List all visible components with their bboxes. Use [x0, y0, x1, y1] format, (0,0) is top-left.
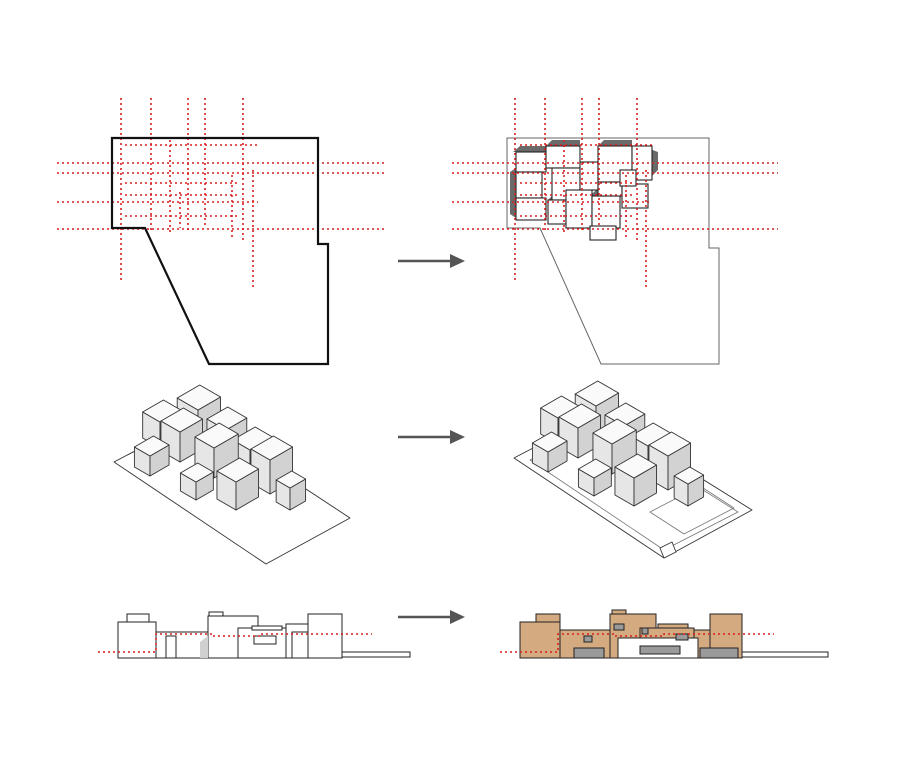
elevation-materialized-diagram — [500, 609, 829, 659]
glazing-strip — [699, 647, 739, 659]
massing-block-face — [250, 435, 293, 461]
right-arrow-icon — [398, 430, 465, 444]
red-grid-lines — [57, 98, 386, 289]
right-arrow-icon — [398, 610, 465, 624]
massing-blocks-plan — [515, 145, 653, 241]
site-boundary-thin — [506, 137, 720, 365]
ground-plinth — [741, 651, 829, 658]
massing-block-face — [194, 422, 239, 449]
massing-block-face — [160, 407, 203, 433]
site-plan-grid-diagram — [57, 98, 386, 366]
window — [641, 627, 649, 635]
glazing-strip — [639, 645, 681, 655]
massing-block-face — [558, 403, 601, 429]
site-step — [659, 541, 677, 559]
massing-block-face — [648, 431, 691, 457]
glazing-strip — [573, 647, 605, 659]
massing-block-face — [176, 384, 221, 411]
right-arrow-icon — [398, 254, 465, 268]
elevation-datum-line — [500, 633, 774, 653]
ground-plinth — [341, 651, 411, 658]
axonometric-site-diagram — [513, 380, 753, 559]
massing-block-face — [574, 380, 619, 407]
massing-blocks-axo — [133, 384, 307, 511]
massing-block-face — [216, 457, 259, 483]
elevation-datum-line — [98, 633, 372, 653]
axonometric-massing-diagram — [113, 384, 351, 565]
massing-block-face — [531, 431, 568, 453]
massing-block-face — [179, 462, 214, 483]
massing-block-face — [592, 418, 637, 445]
site-boundary — [110, 136, 330, 366]
window — [675, 633, 689, 641]
window — [583, 635, 593, 643]
massing-block-face — [133, 435, 170, 457]
red-grid-lines-overlay — [452, 98, 778, 289]
massing-block-face — [275, 470, 307, 489]
site-plan-massing-diagram — [452, 98, 778, 365]
elevation-plain-diagram — [98, 611, 411, 659]
massing-blocks-axo — [531, 380, 705, 507]
massing-block-face — [577, 458, 612, 479]
massing-block-face — [673, 466, 705, 485]
massing-block-face — [614, 453, 657, 479]
window — [613, 623, 625, 631]
